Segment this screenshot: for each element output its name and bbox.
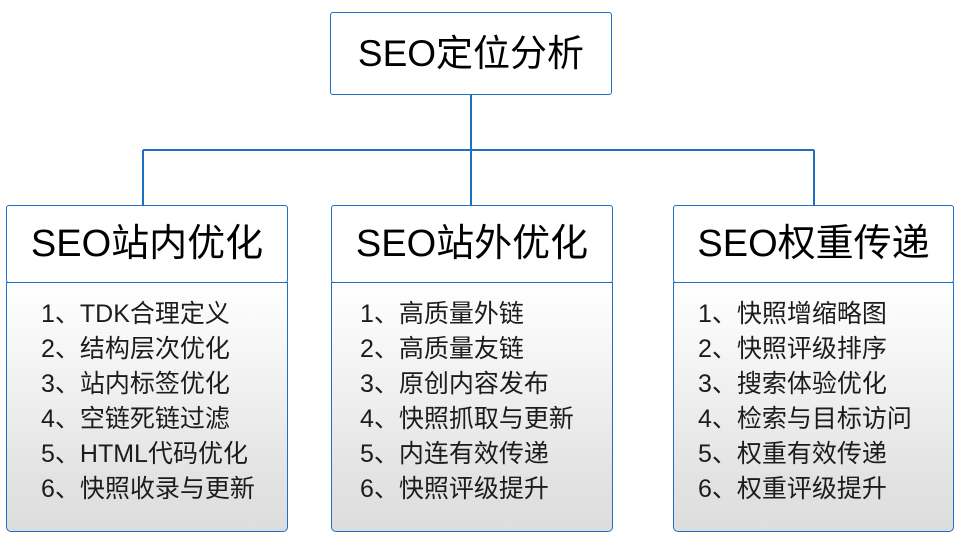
root-node-label: SEO定位分析 (357, 33, 585, 74)
list-item: 2、结构层次优化 (41, 334, 230, 363)
list-item: 1、高质量外链 (360, 299, 524, 328)
branch-column-2: SEO站外优化 1、高质量外链 2、高质量友链 3、原创内容发布 4、快照抓取与… (331, 205, 613, 532)
list-item: 6、快照收录与更新 (41, 474, 255, 503)
branch-list-2: 1、高质量外链 2、高质量友链 3、原创内容发布 4、快照抓取与更新 5、内连有… (331, 281, 613, 532)
list-item: 5、权重有效传递 (698, 439, 887, 468)
branch-header-label-3: SEO权重传递 (697, 223, 930, 265)
list-item: 6、快照评级提升 (360, 474, 549, 503)
root-node[interactable]: SEO定位分析 (330, 12, 612, 95)
branch-list-3: 1、快照增缩略图 2、快照评级排序 3、搜索体验优化 4、检索与目标访问 5、权… (673, 281, 954, 532)
branch-header-label-2: SEO站外优化 (355, 223, 589, 265)
list-item: 3、站内标签优化 (41, 369, 230, 398)
list-item: 4、快照抓取与更新 (360, 404, 574, 433)
list-item: 1、TDK合理定义 (41, 299, 230, 328)
branch-list-1: 1、TDK合理定义 2、结构层次优化 3、站内标签优化 4、空链死链过滤 5、H… (6, 281, 288, 532)
branch-column-3: SEO权重传递 1、快照增缩略图 2、快照评级排序 3、搜索体验优化 4、检索与… (673, 205, 954, 532)
branch-header-2[interactable]: SEO站外优化 (331, 205, 613, 283)
list-item: 4、空链死链过滤 (41, 404, 230, 433)
list-item: 2、高质量友链 (360, 334, 524, 363)
list-item: 2、快照评级排序 (698, 334, 887, 363)
branch-column-1: SEO站内优化 1、TDK合理定义 2、结构层次优化 3、站内标签优化 4、空链… (6, 205, 288, 532)
list-item: 3、搜索体验优化 (698, 369, 887, 398)
list-item: 1、快照增缩略图 (698, 299, 887, 328)
list-item: 3、原创内容发布 (360, 369, 549, 398)
branch-header-3[interactable]: SEO权重传递 (673, 205, 954, 283)
list-item: 4、检索与目标访问 (698, 404, 912, 433)
branch-header-label-1: SEO站内优化 (30, 223, 264, 265)
list-item: 5、内连有效传递 (360, 439, 549, 468)
list-item: 5、HTML代码优化 (41, 439, 248, 468)
list-item: 6、权重评级提升 (698, 474, 887, 503)
branch-header-1[interactable]: SEO站内优化 (6, 205, 288, 283)
